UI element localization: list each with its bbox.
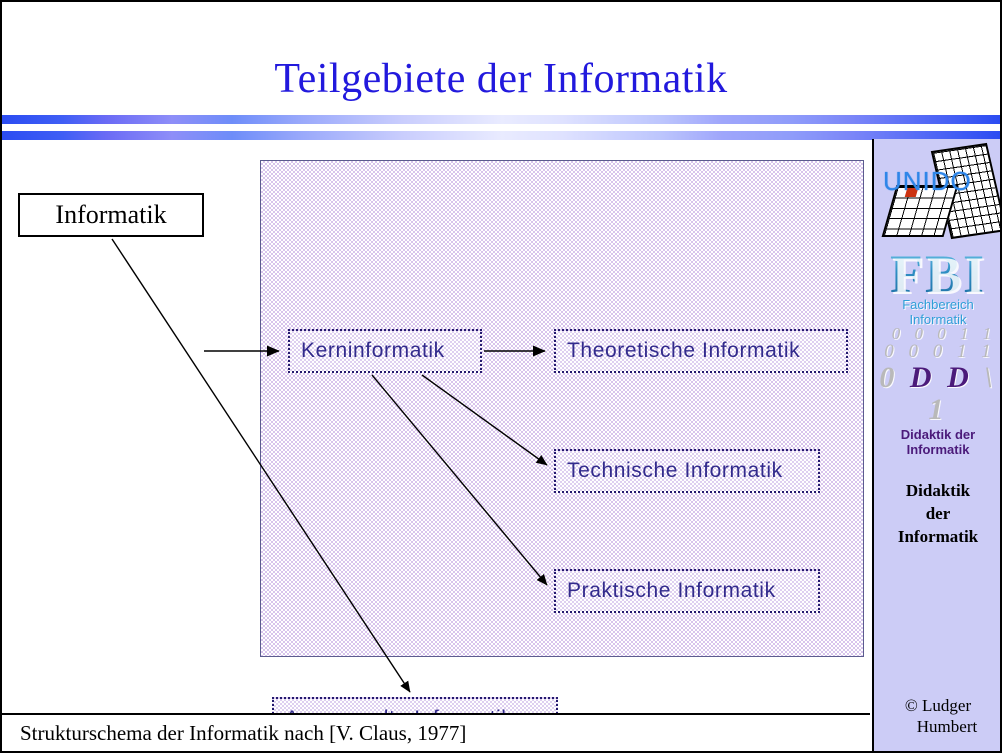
sidebar-caption: Didaktik der Informatik [874,479,1000,548]
node-technische-informatik-label: Technische Informatik [567,459,783,482]
node-informatik-label: Informatik [55,200,167,229]
fbi-logo-subtitle: Fachbereich Informatik [902,297,974,327]
unido-logo-text: UNIDO [883,166,972,196]
fbi-logo: FBI Fachbereich Informatik [874,244,1000,327]
title-divider-top [2,115,1000,124]
ddi-logo: 0 0 0 1 1 0 0 0 1 1 0 D D \ 1 Didaktik d… [874,324,1000,457]
node-kerninformatik-label: Kerninformatik [301,339,445,362]
node-praktische-informatik-label: Praktische Informatik [567,579,776,602]
footer-caption-text: Strukturschema der Informatik nach [V. C… [20,720,467,745]
node-informatik[interactable]: Informatik [18,193,204,237]
ddi-binary-row-1: 0 0 0 1 1 [891,324,997,343]
ddi-row3-prefix: 0 [879,361,899,394]
node-praktische-informatik[interactable]: Praktische Informatik [554,569,820,613]
sidebar-caption-line-2: der [925,504,951,523]
copyright-line-1: © Ludger [904,696,972,715]
node-technische-informatik[interactable]: Technische Informatik [554,449,820,493]
sidebar-copyright: © Ludger Humbert [874,695,1000,737]
fbi-logo-letters: FBI [889,244,987,304]
node-theoretische-informatik-label: Theoretische Informatik [567,339,801,362]
ddi-row3-bold: D D [909,361,973,394]
page-title: Teilgebiete der Informatik [274,56,728,102]
sidebar-caption-line-3: Informatik [897,527,979,546]
ddi-logo-subtitle: Didaktik der Informatik [900,427,976,457]
title-divider-bottom [2,131,1000,140]
node-theoretische-informatik[interactable]: Theoretische Informatik [554,329,848,373]
sidebar: UNIDO FBI Fachbereich Informatik 0 0 0 1… [872,139,1000,751]
title-area: Teilgebiete der Informatik [2,2,1000,110]
diagram-area: Informatik Kerninformatik Theoretische I… [2,139,872,741]
ddi-row3-suffix: \ 1 [928,361,997,426]
sidebar-caption-line-1: Didaktik [905,481,971,500]
ddi-binary-row-2: 0 0 0 1 1 [884,341,996,362]
footer-caption-bar: Strukturschema der Informatik nach [V. C… [2,713,870,751]
ddi-logo-letters: 0 D D \ 1 [874,361,1000,426]
unido-logo: UNIDO [880,142,1000,241]
copyright-line-2: Humbert [916,717,978,736]
node-kerninformatik[interactable]: Kerninformatik [288,329,482,373]
